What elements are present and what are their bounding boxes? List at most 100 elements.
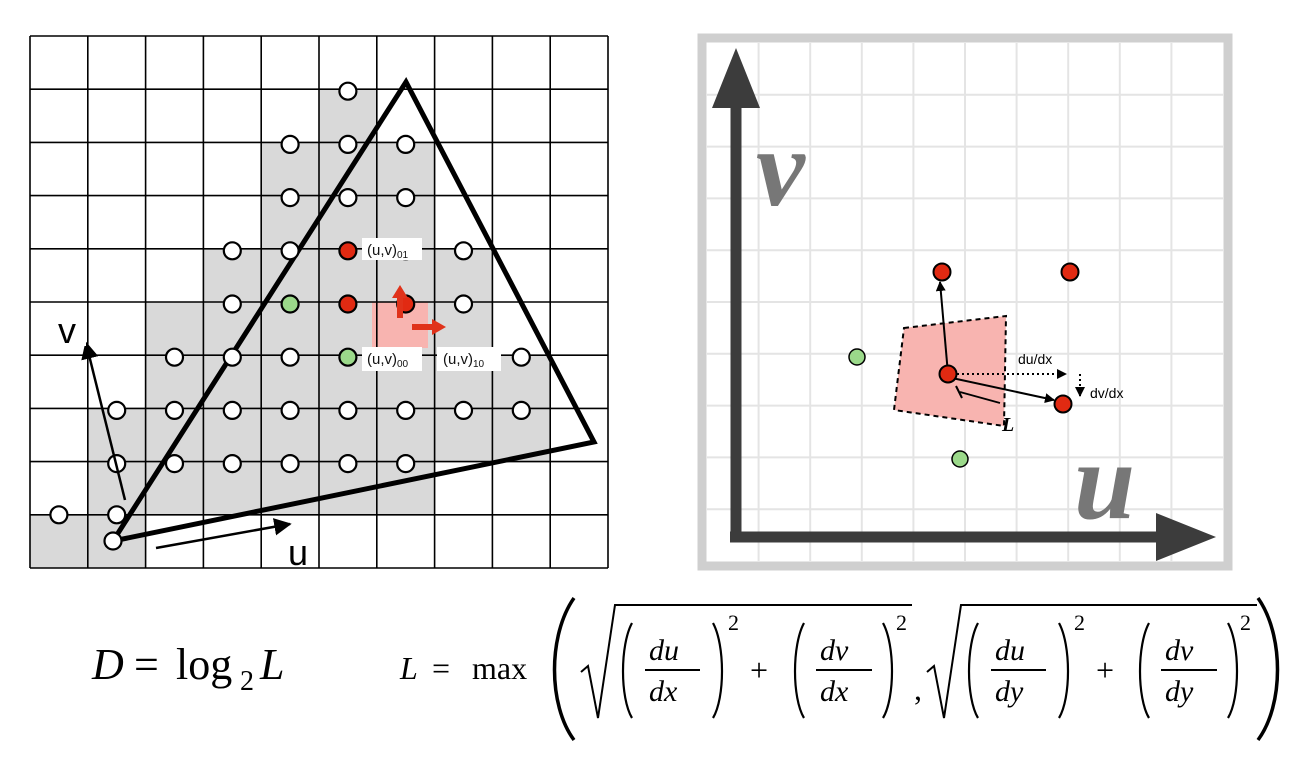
axis-label-u-right: u — [1074, 420, 1135, 542]
svg-text:(u,v)00: (u,v)00 — [367, 351, 409, 370]
sample-point-white — [511, 400, 531, 420]
sample-point-white — [453, 400, 474, 420]
dv-dx-label: dv/dx — [1090, 385, 1123, 401]
pixel-grid — [29, 35, 609, 569]
sample-point-white — [280, 134, 300, 154]
svg-text:dv: dv — [1165, 634, 1194, 667]
L-measure-end — [955, 385, 963, 399]
sample-point-white — [511, 347, 531, 367]
sample-point-white — [107, 400, 127, 420]
sample-point-white — [280, 188, 300, 208]
sample-point-red — [338, 294, 358, 314]
sample-point-white — [453, 294, 474, 314]
formula-equals-2: = — [432, 650, 450, 686]
uv00-label: (u,v)00 — [362, 347, 422, 371]
sample-point-white — [164, 400, 185, 420]
mip-level-formula: D = log 2 L L = max du dx 2 + dv dx 2 , … — [91, 596, 1280, 742]
formula-max: max — [472, 650, 527, 686]
formula-comma: , — [914, 671, 922, 707]
svg-text:2: 2 — [728, 610, 739, 635]
sample-point-white — [453, 241, 474, 261]
sample-point-white — [107, 505, 127, 525]
formula-log: log — [176, 640, 232, 689]
svg-text:2: 2 — [896, 610, 907, 635]
sample-point-white — [338, 81, 358, 101]
sample-point-white — [396, 188, 416, 208]
green-sample-bottom — [951, 450, 969, 468]
svg-text:du: du — [649, 634, 679, 667]
uv01-label: (u,v)01 — [362, 238, 422, 261]
sample-point-white — [222, 241, 242, 261]
v-axis-arrowhead — [712, 48, 760, 108]
texture-space-diagram: du/dx dv/dx L v u — [697, 33, 1233, 571]
sample-point-green — [280, 294, 300, 314]
sample-point-white — [164, 347, 185, 367]
sample-point-white — [396, 400, 416, 420]
sample-point-white — [222, 294, 242, 314]
svg-text:dx: dx — [820, 675, 849, 708]
sample-point-white — [103, 531, 123, 551]
svg-text:(u,v)10: (u,v)10 — [443, 351, 485, 370]
sample-point-white — [280, 241, 300, 261]
sample-point-white — [222, 347, 242, 367]
sample-point-white — [396, 454, 416, 474]
sample-point-white — [338, 454, 358, 474]
red-sample-right — [1053, 394, 1073, 414]
green-sample-left — [848, 348, 866, 366]
sample-point-white — [280, 400, 300, 420]
formula-log-base: 2 — [240, 666, 254, 697]
svg-text:+: + — [750, 652, 768, 688]
covered-pixels — [30, 89, 551, 568]
axis-label-v-left: v — [58, 310, 76, 351]
sample-point-white — [222, 400, 242, 420]
sample-point-white — [222, 454, 242, 474]
sample-point-white — [280, 454, 300, 474]
red-sample-top-right — [1060, 262, 1080, 282]
sample-point-white — [396, 134, 416, 154]
svg-text:dy: dy — [1165, 675, 1194, 708]
L-label-right: L — [1001, 414, 1014, 436]
sample-point-white — [338, 400, 358, 420]
sample-point-white — [164, 454, 185, 474]
du-dx-label: du/dx — [1018, 351, 1052, 367]
du-vector — [951, 377, 1055, 403]
svg-text:(u,v)01: (u,v)01 — [367, 242, 409, 261]
derivative-arrows — [392, 285, 446, 335]
sqrt-1 — [580, 604, 912, 719]
formula-equals-1: = — [134, 640, 159, 689]
u-vector — [155, 518, 292, 550]
u-axis-arrowhead — [1156, 513, 1216, 561]
svg-text:dx: dx — [649, 675, 678, 708]
sample-point-white — [49, 505, 69, 525]
svg-text:2: 2 — [1240, 610, 1251, 635]
svg-text:dv: dv — [820, 634, 849, 667]
screen-space-diagram: (u,v)01 (u,v)00 (u,v)10 v u — [29, 35, 609, 573]
triangle-outline — [107, 77, 598, 545]
axis-label-v-right: v — [756, 107, 806, 229]
formula-L-1: L — [259, 640, 284, 689]
svg-text:dy: dy — [995, 675, 1024, 708]
sample-point-red — [338, 241, 358, 261]
arrow-right-red-head — [432, 319, 446, 335]
svg-text:du: du — [995, 634, 1025, 667]
red-sample-top-left — [932, 262, 952, 282]
axis-label-u-left: u — [288, 532, 308, 573]
sqrt-2 — [926, 604, 1257, 719]
sample-point-white — [338, 188, 358, 208]
svg-text:2: 2 — [1074, 610, 1085, 635]
sample-point-green — [338, 347, 358, 367]
sample-point-white — [338, 134, 358, 154]
sample-point-white — [280, 347, 300, 367]
outer-paren-right — [1256, 596, 1280, 742]
dv-vector — [935, 281, 949, 375]
svg-text:+: + — [1096, 652, 1114, 688]
red-sample-center — [938, 364, 958, 384]
formula-L-2: L — [399, 650, 418, 686]
uv10-label: (u,v)10 — [437, 347, 501, 371]
L-measure — [959, 391, 1001, 404]
arrow-up-red-head — [392, 285, 408, 298]
v-vector — [81, 341, 127, 501]
uv-axes — [712, 48, 1216, 561]
outer-paren-left — [552, 596, 576, 742]
